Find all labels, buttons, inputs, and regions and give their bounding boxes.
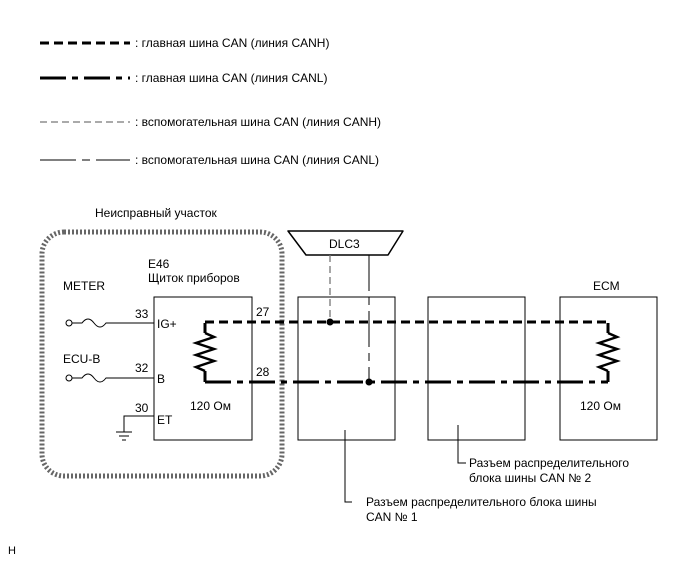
meter-group-label: METER (63, 279, 105, 293)
junction-2-label-line2: блока шины CAN № 2 (469, 471, 591, 485)
fault-area-label: Неисправный участок (95, 206, 218, 220)
pin-33-num: 33 (135, 307, 149, 321)
legend-label-sub-canl: : вспомогательная шина CAN (линия CANL) (135, 153, 379, 167)
ecu-b-label: ECU-B (63, 352, 100, 366)
canh-junction-dot (326, 318, 334, 326)
meter-resistor-icon (192, 331, 218, 373)
junction-1-label-line1: Разъем распределительного блока шины (366, 495, 597, 509)
junction-2-label-line1: Разъем распределительного (469, 456, 629, 470)
ecu-b-fuse-terminal (65, 374, 73, 382)
junction-2-leader (457, 425, 466, 464)
dlc3-label: DLC3 (329, 237, 360, 251)
meter-resistor-value: 120 Ом (190, 399, 231, 413)
meter-connector-label: E46 (148, 257, 170, 271)
pin-et-name: ET (157, 413, 173, 427)
ecm-box (559, 296, 658, 441)
meter-name-label: Щиток приборов (148, 271, 240, 285)
junction-block-1 (297, 296, 396, 441)
et-wire (123, 415, 154, 432)
legend: : главная шина CAN (линия CANH) : главна… (40, 36, 381, 167)
dlc3-connector (287, 230, 404, 256)
fault-area-border (39, 229, 285, 479)
corner-mark: H (8, 545, 16, 557)
pin-27-num: 27 (256, 305, 270, 319)
ecu-b-fuse-icon (72, 373, 154, 383)
pin-28-num: 28 (256, 365, 270, 379)
ig-fuse-terminal (65, 319, 73, 327)
ecm-label: ECM (593, 279, 620, 293)
pin-ig-name: IG+ (157, 317, 177, 331)
pin-30-num: 30 (135, 401, 149, 415)
ig-fuse-icon (72, 318, 154, 328)
legend-label-main-canl: : главная шина CAN (линия CANL) (135, 71, 327, 85)
junction-block-2 (427, 296, 526, 441)
junction-1-label-line2: CAN № 1 (366, 510, 418, 524)
pin-32-num: 32 (135, 361, 149, 375)
pin-b-name: B (157, 372, 165, 386)
canl-junction-dot (365, 378, 373, 386)
ecm-resistor-icon (595, 331, 621, 373)
legend-label-main-canh: : главная шина CAN (линия CANH) (135, 36, 329, 50)
meter-box (153, 296, 253, 441)
legend-label-sub-canh: : вспомогательная шина CAN (линия CANH) (135, 115, 381, 129)
ground-icon (116, 431, 132, 441)
junction-1-leader (344, 430, 352, 503)
ecm-resistor-value: 120 Ом (580, 399, 621, 413)
